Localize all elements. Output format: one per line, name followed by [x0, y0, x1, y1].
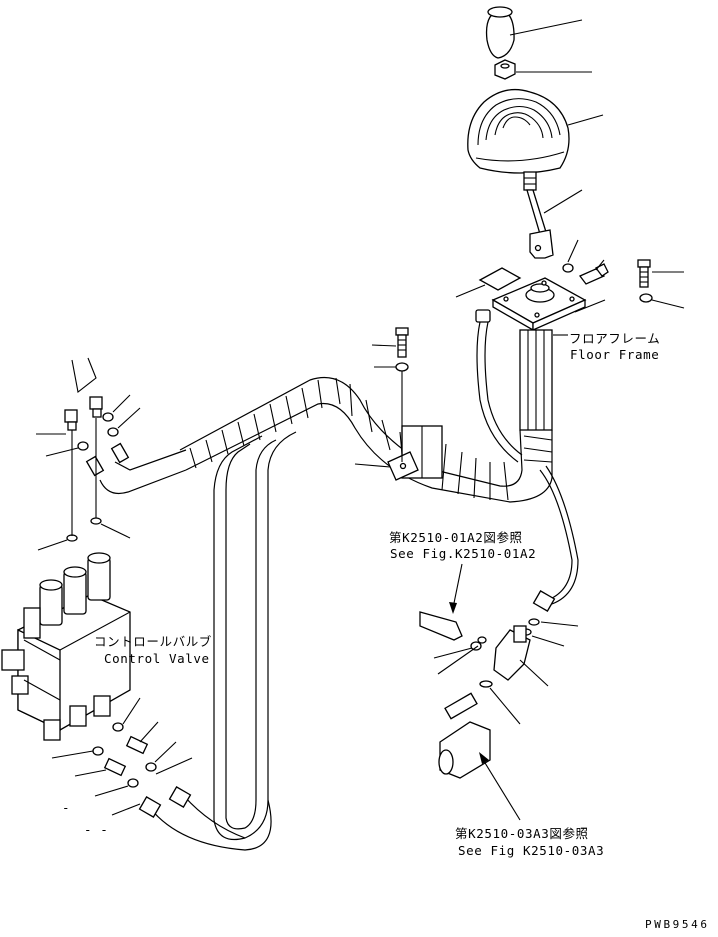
leader-oring-1: [112, 394, 131, 413]
washer: [562, 263, 574, 273]
ppc-valve: [491, 277, 587, 431]
washer-right: [639, 293, 653, 303]
long-hose: [99, 431, 297, 851]
ref-lower-label-en: See Fig K2510-03A3: [458, 843, 605, 858]
return-hose: [475, 309, 523, 463]
small-mark-1: -: [62, 800, 71, 815]
leader-r2: [531, 635, 565, 647]
leader-l2: [139, 721, 159, 743]
nut: [494, 59, 516, 80]
leader-washer-right: [651, 299, 685, 309]
leader-l5: [51, 750, 94, 759]
leader-r1: [540, 621, 579, 627]
fittings-upper-left: [64, 396, 130, 542]
leader-l1: [122, 697, 141, 725]
hose-bundle: [179, 376, 579, 605]
leader-oring-2: [117, 407, 141, 429]
leader-bolt-center: [371, 344, 397, 347]
floor-frame-label-en: Floor Frame: [570, 347, 660, 362]
bolt-right: [637, 259, 651, 288]
ref-lower-label-jp: 第K2510-03A3図参照: [455, 826, 589, 841]
leader-bolt: [595, 259, 605, 271]
control-valve: [1, 552, 131, 741]
leader-r4: [489, 687, 521, 725]
control-valve-label-jp: コントロールバルブ: [94, 634, 212, 649]
leader-gasket: [455, 284, 486, 298]
leader-r6: [437, 645, 479, 675]
bolt-center: [395, 327, 409, 358]
ref-arrow-lower: [479, 752, 521, 821]
leader-lever: [543, 189, 583, 214]
leader-valve: [574, 299, 606, 313]
leader-r5: [433, 647, 473, 659]
leader-l4: [155, 757, 193, 775]
leader-l8: [111, 803, 141, 816]
leader-washer: [567, 239, 579, 263]
leader-l7: [94, 785, 129, 797]
fittings-lower-left: [92, 722, 192, 818]
leader-fittings: [71, 357, 97, 393]
leader-clamp: [354, 463, 391, 468]
ref-arrow-upper: [449, 563, 463, 614]
gasket: [478, 267, 522, 291]
rubber-boot: [467, 88, 570, 174]
bolt: [578, 263, 609, 285]
leader-oring-6: [37, 539, 68, 551]
leader-oring-5: [100, 523, 131, 539]
floor-frame-label-jp: フロアフレーム: [569, 331, 661, 346]
ref-upper-label-en: See Fig.K2510-01A2: [390, 546, 537, 561]
washer-center: [395, 362, 409, 372]
drawing-code: PWB9546: [645, 918, 710, 931]
lever-knob: [485, 6, 515, 59]
leader-l6: [74, 769, 107, 777]
leader-knob: [509, 19, 583, 36]
leader-boot: [567, 114, 604, 126]
control-valve-label-en: Control Valve: [104, 651, 210, 666]
ball-valve: [438, 692, 491, 779]
leader-l3: [154, 741, 177, 763]
leader-r3: [519, 659, 549, 687]
lever: [523, 171, 554, 259]
small-mark-2: - -: [84, 822, 109, 837]
ref-upper-label-jp: 第K2510-01A2図参照: [389, 530, 523, 545]
leader-oring-4: [45, 447, 79, 457]
